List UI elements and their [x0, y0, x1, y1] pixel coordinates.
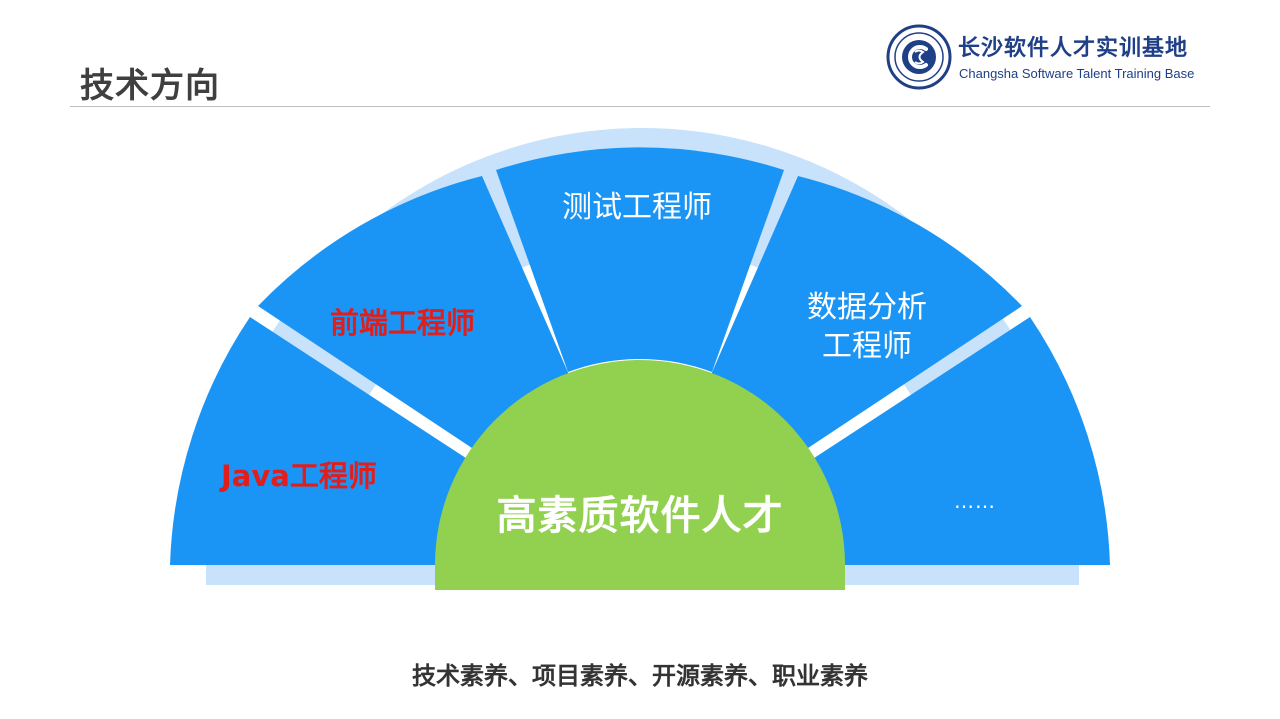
center-core[interactable] [435, 360, 845, 590]
segment-label-frontend: 前端工程师 [330, 306, 476, 340]
brand-subtitle: Changsha Software Talent Training Base [959, 66, 1195, 81]
center-label: 高素质软件人才 [496, 493, 784, 539]
brand: 长沙软件人才实训基地 Changsha Software Talent Trai… [886, 24, 1216, 92]
segment-label-testing: 测试工程师 [562, 190, 712, 225]
segment-label-data-line-2: 工程师 [822, 329, 912, 364]
segment-more[interactable] [808, 317, 1110, 565]
segment-data-analysis[interactable] [706, 176, 1022, 452]
brand-logo-icon [886, 24, 952, 90]
segment-java[interactable] [170, 317, 472, 565]
segment-frontend[interactable] [258, 176, 574, 452]
brand-name: 长沙软件人才实训基地 [958, 36, 1189, 61]
segment-label-data-analysis: 数据分析 工程师 [800, 288, 934, 366]
segment-label-more: …… [954, 489, 996, 513]
footer-qualities: 技术素养、项目素养、开源素养、职业素养 [412, 662, 868, 690]
segment-label-data-line-1: 数据分析 [807, 290, 927, 325]
segment-testing[interactable] [496, 147, 784, 372]
header-divider [70, 106, 1210, 107]
segment-label-java: Java工程师 [221, 459, 377, 493]
page-title: 技术方向 [80, 66, 220, 106]
